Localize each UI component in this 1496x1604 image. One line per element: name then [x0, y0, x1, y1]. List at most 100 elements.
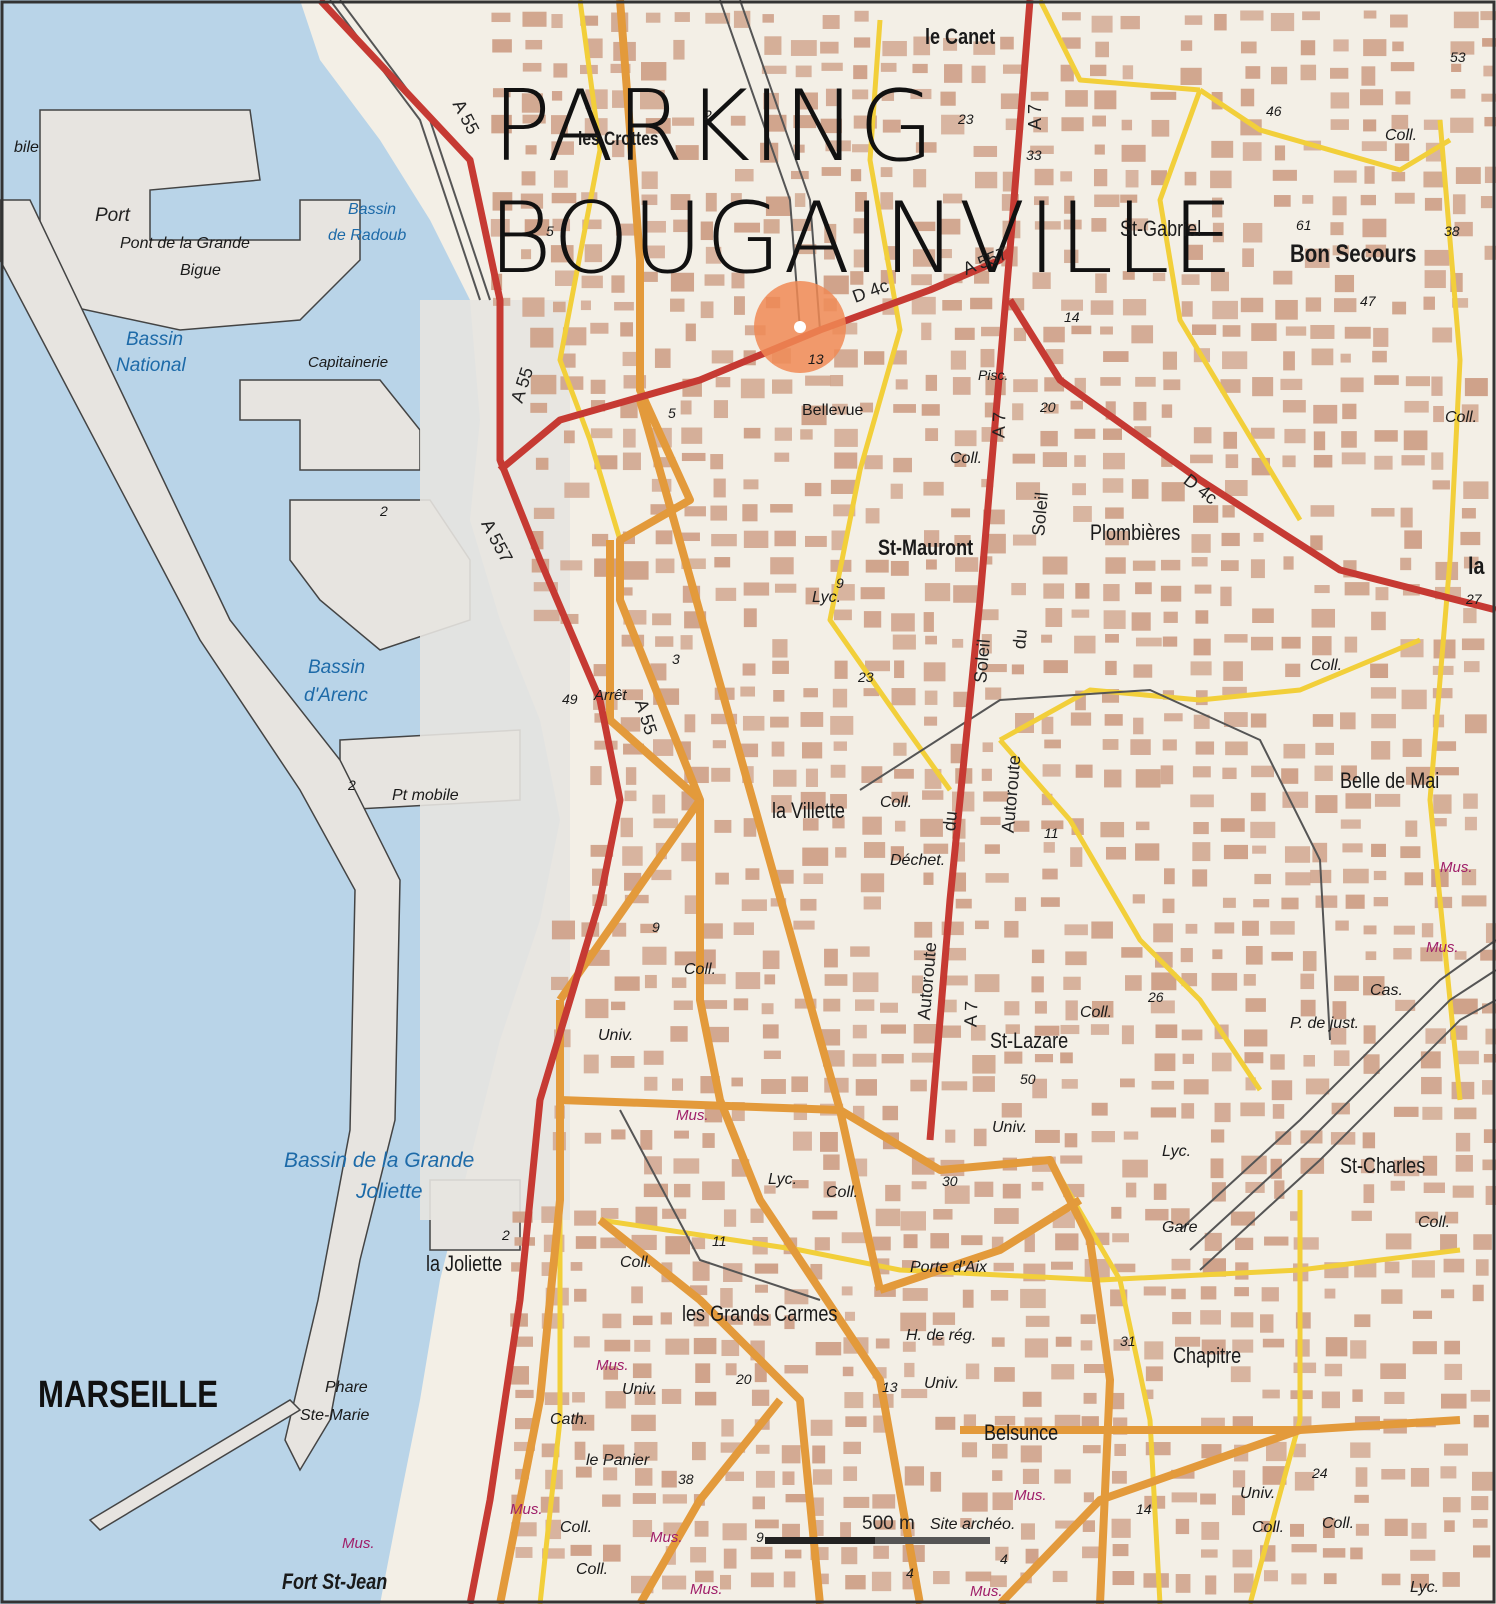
- city-block: [762, 950, 780, 970]
- city-block: [1385, 1233, 1412, 1250]
- city-block: [640, 271, 658, 282]
- city-block: [723, 1548, 737, 1569]
- city-block: [863, 842, 886, 858]
- city-block: [814, 1237, 830, 1251]
- city-block: [955, 557, 979, 572]
- water-label: Joliette: [356, 1180, 423, 1203]
- railway: [619, 1109, 821, 1301]
- city-block: [623, 428, 636, 448]
- city-block: [1212, 222, 1224, 243]
- city-block: [1293, 1443, 1306, 1458]
- city-block: [1271, 951, 1293, 961]
- city-block: [720, 1442, 746, 1453]
- city-block: [924, 530, 940, 547]
- city-block: [1013, 327, 1027, 342]
- city-block: [784, 1289, 809, 1305]
- city-block: [512, 1211, 533, 1223]
- city-block: [1400, 507, 1413, 528]
- city-block: [491, 12, 511, 23]
- city-block: [1460, 531, 1481, 546]
- map-number: 23: [858, 669, 874, 685]
- city-block: [1210, 271, 1229, 292]
- city-block: [1084, 1364, 1106, 1374]
- city-block: [843, 1466, 858, 1481]
- city-block: [1004, 920, 1019, 938]
- city-block: [731, 272, 745, 289]
- city-block: [1102, 739, 1119, 750]
- city-block: [584, 1132, 602, 1144]
- city-block: [875, 1520, 896, 1530]
- city-block: [930, 1233, 950, 1249]
- city-block: [760, 142, 779, 163]
- city-block: [522, 11, 547, 27]
- city-block: [950, 350, 967, 370]
- city-block: [891, 688, 916, 706]
- city-block: [763, 219, 780, 234]
- city-block: [970, 297, 993, 310]
- city-block: [1452, 194, 1466, 215]
- city-block: [1054, 1469, 1071, 1484]
- city-block: [1264, 1236, 1289, 1246]
- city-block: [1423, 296, 1435, 310]
- city-block: [720, 1288, 733, 1308]
- city-block: [844, 1392, 864, 1409]
- map-number: 38: [678, 1471, 694, 1487]
- city-block: [774, 427, 792, 441]
- city-block: [1075, 764, 1093, 778]
- city-block: [891, 613, 915, 632]
- city-block: [1082, 1546, 1104, 1559]
- city-block: [1131, 325, 1154, 344]
- city-block: [685, 323, 696, 342]
- city-block: [1061, 12, 1081, 21]
- city-block: [674, 951, 701, 966]
- city-block: [1214, 922, 1235, 934]
- city-block: [1102, 478, 1124, 493]
- city-block: [1074, 428, 1096, 439]
- city-block: [740, 378, 765, 399]
- city-block: [1091, 921, 1113, 939]
- city-block: [605, 1391, 626, 1409]
- city-block: [674, 12, 690, 22]
- city-block: [643, 1050, 664, 1065]
- city-block: [574, 1441, 586, 1460]
- city-block: [490, 218, 510, 237]
- city-block: [1345, 894, 1365, 909]
- city-block: [1074, 635, 1096, 654]
- city-block: [764, 1185, 776, 1194]
- railway: [1179, 939, 1496, 1231]
- city-block: [1355, 1467, 1368, 1487]
- city-block: [1381, 1468, 1406, 1480]
- city-block: [1142, 1389, 1154, 1400]
- city-block: [791, 1076, 809, 1093]
- place-label: Bellevue: [802, 402, 864, 419]
- city-block: [1011, 664, 1025, 675]
- city-block: [1242, 248, 1254, 267]
- city-block: [714, 557, 731, 568]
- city-block: [611, 1129, 626, 1140]
- city-block: [1240, 1102, 1265, 1117]
- city-block: [1323, 1573, 1337, 1585]
- city-block: [705, 12, 731, 24]
- city-block: [1174, 1336, 1201, 1347]
- city-block: [1171, 1492, 1198, 1503]
- city-block: [1375, 587, 1389, 601]
- city-block: [1093, 168, 1108, 187]
- city-block: [1464, 714, 1487, 734]
- coll-label: Coll.: [576, 1561, 609, 1578]
- place-label: le Panier: [586, 1452, 650, 1469]
- city-block: [562, 327, 587, 346]
- city-block: [793, 244, 817, 255]
- city-label: MARSEILLE: [38, 1374, 219, 1416]
- city-block: [672, 117, 695, 126]
- city-block: [1183, 1079, 1209, 1095]
- city-block: [1175, 1574, 1191, 1593]
- city-block: [1244, 1052, 1264, 1064]
- city-block: [1481, 1003, 1496, 1014]
- city-block: [704, 1106, 723, 1123]
- city-block: [1040, 897, 1060, 907]
- city-block: [1181, 1029, 1203, 1041]
- city-block: [735, 972, 761, 990]
- city-block: [743, 427, 761, 439]
- city-block: [1371, 741, 1391, 760]
- water-label: Port: [95, 205, 130, 226]
